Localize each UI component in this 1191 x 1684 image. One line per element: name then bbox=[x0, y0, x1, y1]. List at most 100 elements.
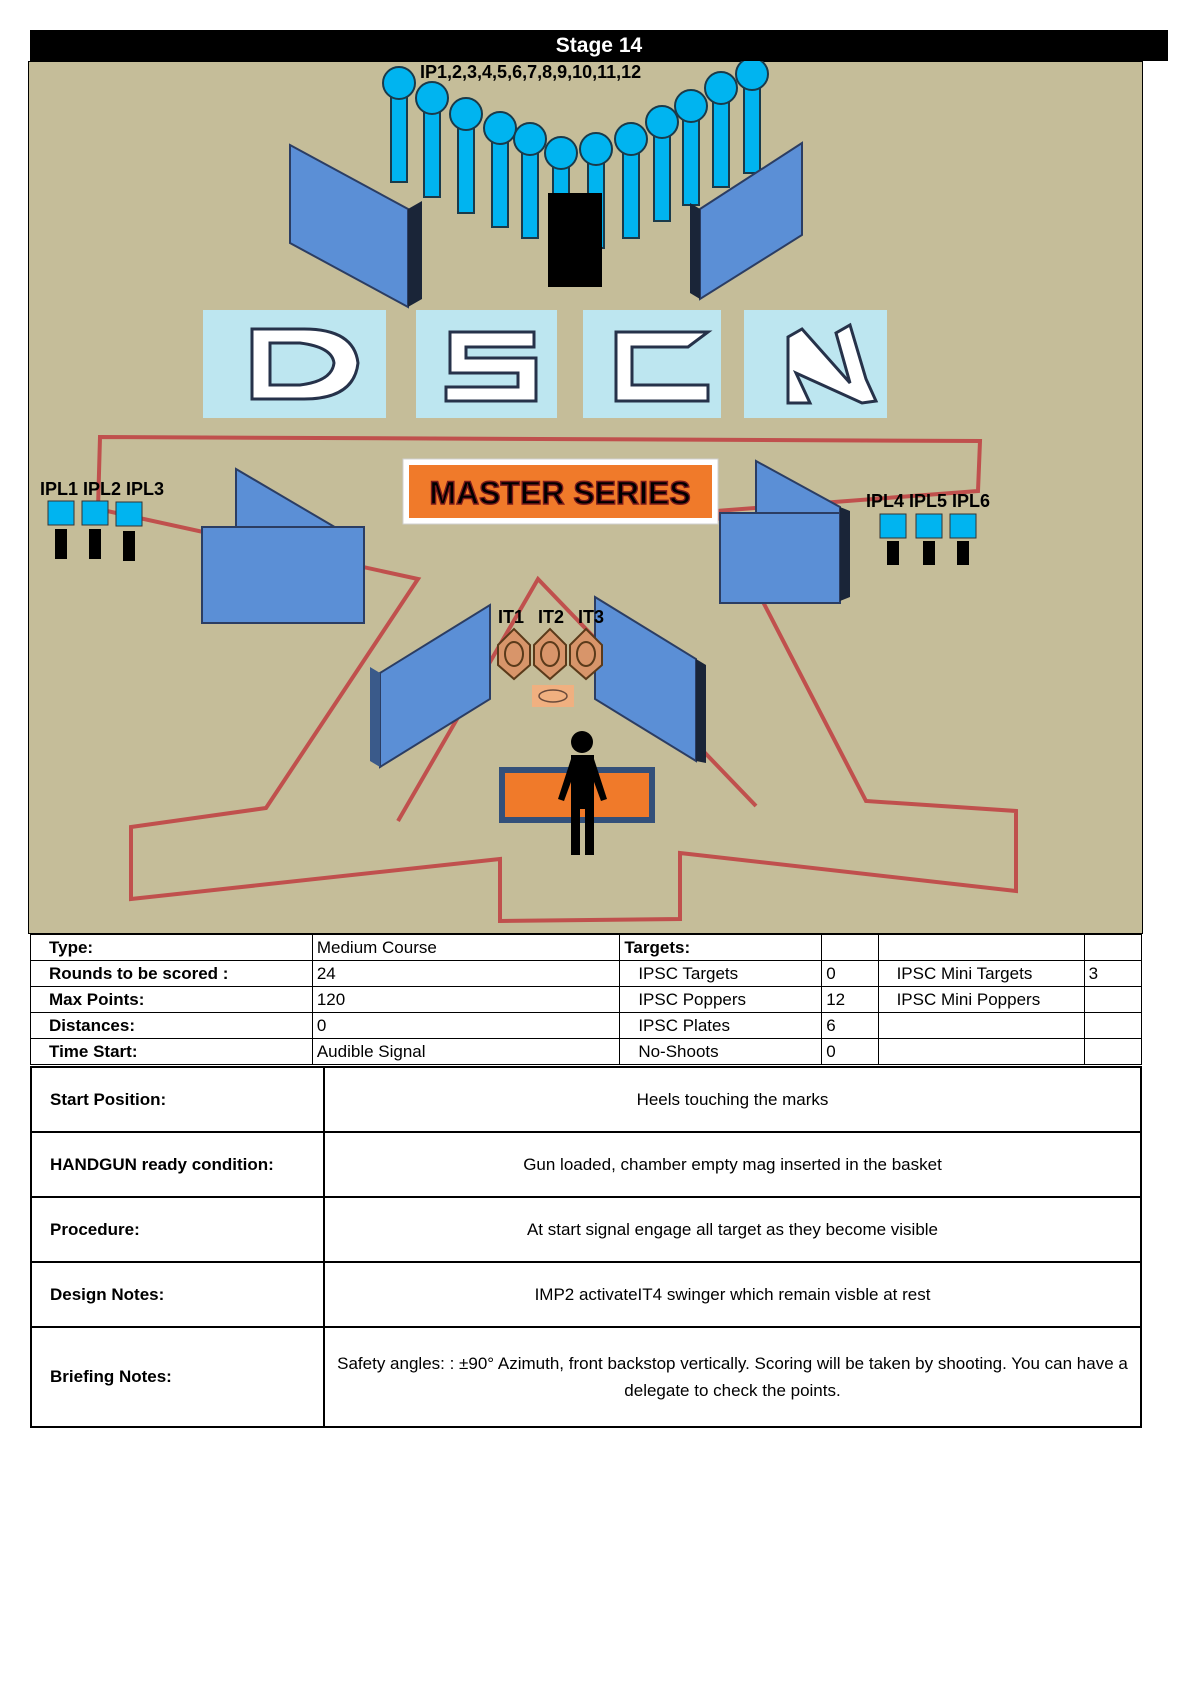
logo-n bbox=[786, 322, 879, 405]
notes-row-briefing-notes: Briefing Notes: Safety angles: : ±90° Az… bbox=[30, 1326, 1142, 1428]
target-type-label: No-Shoots bbox=[619, 1038, 823, 1065]
left-plates-label: IPL1 IPL2 IPL3 bbox=[40, 479, 164, 499]
plate-ipl6 bbox=[949, 513, 977, 539]
info-label: Time Start: bbox=[30, 1038, 313, 1065]
popper-ip9 bbox=[645, 105, 679, 222]
mini-target-group bbox=[497, 627, 603, 681]
mini-target-count bbox=[1083, 934, 1143, 961]
target-count: 6 bbox=[821, 1012, 879, 1039]
plate-stand-ipl3 bbox=[123, 531, 135, 561]
stage-notes-table: Start Position: Heels touching the marks… bbox=[30, 1066, 1142, 1428]
stage-diagram: IP1,2,3,4,5,6,7,8,9,10,11,12 MASTER SERI… bbox=[28, 61, 1143, 934]
plate-stand-ipl2 bbox=[89, 529, 101, 559]
popper-ip8 bbox=[614, 122, 648, 239]
mini-target-label bbox=[877, 1012, 1085, 1039]
logo-c bbox=[614, 330, 713, 403]
plate-ipl4 bbox=[879, 513, 907, 539]
right-plate-rack bbox=[879, 513, 977, 565]
target-count: 0 bbox=[821, 960, 879, 987]
wall-bottom-left bbox=[370, 603, 491, 769]
plate-ipl1 bbox=[47, 500, 75, 526]
banner-text: MASTER SERIES bbox=[429, 475, 690, 511]
hard-cover-post bbox=[548, 193, 602, 287]
wall-top-right bbox=[690, 141, 803, 301]
mini-target-count bbox=[1083, 1012, 1143, 1039]
right-plates-label: IPL4 IPL5 IPL6 bbox=[866, 491, 990, 511]
info-value: Audible Signal bbox=[311, 1038, 621, 1065]
info-row-rounds: Rounds to be scored : 24 IPSC Targets 0 … bbox=[30, 960, 1143, 987]
mini-target-count bbox=[1083, 1038, 1143, 1065]
plate-ipl5 bbox=[915, 513, 943, 539]
popper-ip12 bbox=[735, 61, 769, 174]
info-row-distances: Distances: 0 IPSC Plates 6 bbox=[30, 1012, 1143, 1039]
info-value: Medium Course bbox=[311, 934, 621, 961]
target-type-label: IPSC Plates bbox=[619, 1012, 823, 1039]
info-value: 0 bbox=[311, 1012, 621, 1039]
target-label-it2: IT2 bbox=[538, 607, 564, 627]
wall-left-side bbox=[201, 467, 365, 624]
info-label: Type: bbox=[30, 934, 313, 961]
target-count: 12 bbox=[821, 986, 879, 1013]
left-plate-rack bbox=[47, 500, 143, 561]
target-it3 bbox=[569, 627, 603, 681]
info-row-max-points: Max Points: 120 IPSC Poppers 12 IPSC Min… bbox=[30, 986, 1143, 1013]
plate-stand-ipl6 bbox=[957, 541, 969, 565]
dscn-logo bbox=[203, 310, 887, 418]
plate-ipl3 bbox=[115, 501, 143, 527]
mini-target-label: IPSC Mini Targets bbox=[877, 960, 1085, 987]
popper-ip2 bbox=[415, 81, 449, 198]
notes-row-design-notes: Design Notes: IMP2 activateIT4 swinger w… bbox=[30, 1261, 1142, 1328]
notes-label: Procedure: bbox=[30, 1196, 325, 1263]
plate-stand-ipl1 bbox=[55, 529, 67, 559]
notes-value: At start signal engage all target as the… bbox=[323, 1196, 1142, 1263]
info-label: Distances: bbox=[30, 1012, 313, 1039]
notes-row-procedure: Procedure: At start signal engage all ta… bbox=[30, 1196, 1142, 1263]
targets-header: Targets: bbox=[619, 934, 823, 961]
plate-stand-ipl4 bbox=[887, 541, 899, 565]
stage-title: Stage 14 bbox=[30, 30, 1168, 61]
notes-value: Heels touching the marks bbox=[323, 1066, 1142, 1133]
target-type-label: IPSC Poppers bbox=[619, 986, 823, 1013]
notes-label: Design Notes: bbox=[30, 1261, 325, 1328]
notes-label: Start Position: bbox=[30, 1066, 325, 1133]
notes-value: Gun loaded, chamber empty mag inserted i… bbox=[323, 1131, 1142, 1198]
target-label-it3: IT3 bbox=[578, 607, 604, 627]
swinger-mini-target bbox=[532, 685, 574, 707]
shooter-figure bbox=[558, 731, 607, 855]
banner-fill bbox=[409, 465, 712, 518]
info-row-time-start: Time Start: Audible Signal No-Shoots 0 bbox=[30, 1038, 1143, 1065]
info-value: 24 bbox=[311, 960, 621, 987]
target-label-it1: IT1 bbox=[498, 607, 524, 627]
mini-target-label: IPSC Mini Poppers bbox=[877, 986, 1085, 1013]
info-label: Rounds to be scored : bbox=[30, 960, 313, 987]
info-row-type: Type: Medium Course Targets: bbox=[30, 934, 1143, 961]
popper-ip1 bbox=[382, 66, 416, 183]
notes-row-start-position: Start Position: Heels touching the marks bbox=[30, 1066, 1142, 1133]
stage-info-table: Type: Medium Course Targets: Rounds to b… bbox=[30, 934, 1143, 1065]
mini-target-label bbox=[877, 1038, 1085, 1065]
wall-bottom-right bbox=[594, 595, 706, 763]
popper-ip11 bbox=[704, 71, 738, 188]
popper-ip4 bbox=[483, 111, 517, 228]
logo-d bbox=[250, 327, 360, 401]
popper-ip10 bbox=[674, 89, 708, 206]
popper-ip5 bbox=[513, 122, 547, 239]
notes-row-ready-condition: HANDGUN ready condition: Gun loaded, cha… bbox=[30, 1131, 1142, 1198]
notes-label: Briefing Notes: bbox=[30, 1326, 325, 1428]
notes-value: IMP2 activateIT4 swinger which remain vi… bbox=[323, 1261, 1142, 1328]
mini-target-label bbox=[877, 934, 1085, 961]
notes-value: Safety angles: : ±90° Azimuth, front bac… bbox=[323, 1326, 1142, 1428]
popper-label: IP1,2,3,4,5,6,7,8,9,10,11,12 bbox=[420, 62, 641, 82]
target-count: 0 bbox=[821, 1038, 879, 1065]
wall-right-side bbox=[719, 459, 850, 604]
info-label: Max Points: bbox=[30, 986, 313, 1013]
wall-top-left bbox=[289, 143, 422, 309]
popper-ip3 bbox=[449, 97, 483, 214]
logo-s bbox=[444, 330, 538, 403]
target-it1 bbox=[497, 627, 531, 681]
target-it2 bbox=[533, 627, 567, 681]
mini-target-count bbox=[1083, 986, 1143, 1013]
info-value: 120 bbox=[311, 986, 621, 1013]
target-count bbox=[821, 934, 879, 961]
swinger-figure bbox=[538, 689, 568, 703]
